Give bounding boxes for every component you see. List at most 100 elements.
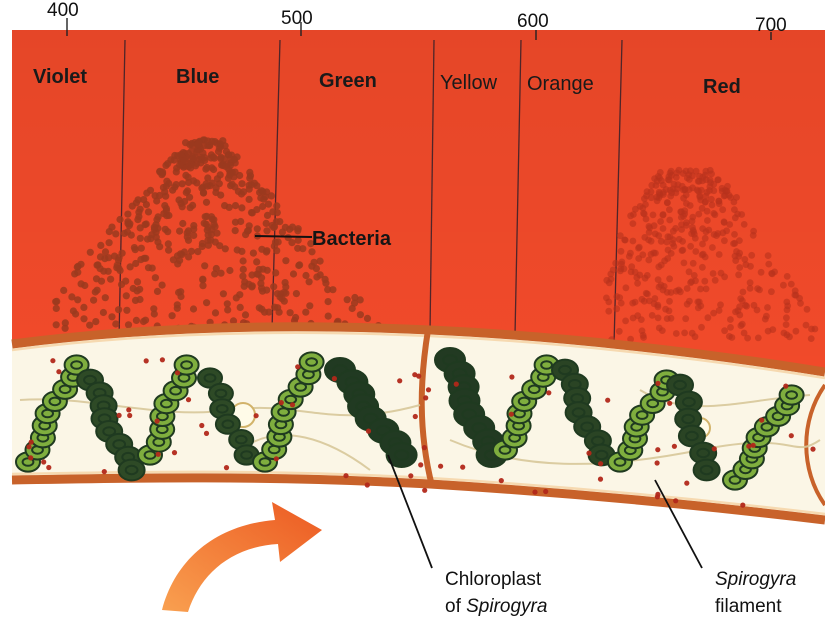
bacterium-dot <box>313 265 320 272</box>
bacterium-dot <box>654 302 661 309</box>
bacterium-dot <box>630 238 637 245</box>
bacterium-dot <box>653 182 660 189</box>
bacterium-dot <box>271 304 278 311</box>
bacterium-dot <box>133 317 140 324</box>
bacterium-dot <box>178 151 185 158</box>
filament-dot <box>186 397 191 402</box>
bacterium-dot <box>698 324 705 331</box>
bacterium-dot <box>699 205 706 212</box>
filament-dot <box>160 357 165 362</box>
bacterium-dot <box>102 294 109 301</box>
bacterium-dot <box>741 256 748 263</box>
bacterium-dot <box>159 282 166 289</box>
bacterium-dot <box>144 236 151 243</box>
bacterium-dot <box>711 231 718 238</box>
bacterium-dot <box>736 237 743 244</box>
bacterium-dot <box>808 335 815 342</box>
bacterium-dot <box>108 313 115 320</box>
bacterium-dot <box>153 234 160 241</box>
bacterium-dot <box>727 324 734 331</box>
bacterium-dot <box>605 308 612 315</box>
bacterium-dot <box>684 285 691 292</box>
bacterium-dot <box>205 231 212 238</box>
filament-dot <box>543 489 548 494</box>
bacterium-dot <box>237 304 244 311</box>
filament-dot <box>546 390 551 395</box>
bacterium-dot <box>709 244 716 251</box>
curved-arrow-icon <box>162 502 322 612</box>
bacterium-dot <box>213 184 220 191</box>
bacterium-dot <box>701 278 708 285</box>
bacterium-dot <box>730 240 737 247</box>
bacterium-dot <box>641 234 648 241</box>
bacterium-dot <box>177 293 184 300</box>
bacterium-dot <box>635 255 642 262</box>
bacterium-dot <box>664 199 671 206</box>
bacterium-dot <box>696 299 703 306</box>
bacterium-dot <box>660 212 667 219</box>
bacterium-dot <box>618 248 625 255</box>
bacterium-dot <box>241 283 248 290</box>
bacterium-dot <box>623 284 630 291</box>
bacterium-dot <box>677 288 684 295</box>
bacterium-dot <box>758 269 765 276</box>
bacterium-dot <box>123 292 130 299</box>
bacterium-dot <box>710 270 717 277</box>
bacterium-dot <box>185 174 192 181</box>
bacterium-dot <box>171 157 178 164</box>
bacterium-dot <box>603 295 610 302</box>
bacterium-dot <box>643 216 650 223</box>
bacterium-dot <box>97 242 104 249</box>
bacterium-dot <box>670 228 677 235</box>
filament-dot <box>144 358 149 363</box>
bacterium-dot <box>173 168 180 175</box>
bacterium-dot <box>199 276 206 283</box>
filament-dot <box>598 477 603 482</box>
bacterium-dot <box>237 218 244 225</box>
bacterium-dot <box>226 267 233 274</box>
bacterium-dot <box>158 171 165 178</box>
bacterium-dot <box>217 270 224 277</box>
filament-dot <box>598 461 603 466</box>
bacterium-dot <box>80 315 87 322</box>
bacterium-dot <box>222 163 229 170</box>
filament-dot <box>279 400 284 405</box>
bacterium-dot <box>689 224 696 231</box>
tick-label-500: 500 <box>281 8 313 29</box>
bacterium-dot <box>762 316 769 323</box>
bacterium-dot <box>124 228 131 235</box>
bacterium-dot <box>116 216 123 223</box>
bacterium-dot <box>231 183 238 190</box>
bacterium-dot <box>176 257 183 264</box>
bacterium-dot <box>137 235 144 242</box>
bacterium-dot <box>344 296 351 303</box>
filament-dot <box>655 447 660 452</box>
bacterium-dot <box>212 239 219 246</box>
bacterium-dot <box>263 227 270 234</box>
bacterium-dot <box>686 298 693 305</box>
bacterium-dot <box>240 257 247 264</box>
filament-dot <box>605 398 610 403</box>
bacterium-dot <box>169 312 176 319</box>
bacterium-dot <box>751 302 758 309</box>
filament-dot <box>290 402 295 407</box>
bacterium-dot <box>650 212 657 219</box>
bacterium-dot <box>287 309 294 316</box>
bacterium-dot <box>132 297 139 304</box>
bacterium-dot <box>665 247 672 254</box>
bacterium-dot <box>702 198 709 205</box>
bacterium-dot <box>646 298 653 305</box>
bacterium-dot <box>175 196 182 203</box>
filament-dot <box>172 450 177 455</box>
filament-dot <box>224 465 229 470</box>
chloroplast-segment <box>300 352 324 371</box>
bacterium-dot <box>646 225 653 232</box>
bacterium-dot <box>132 260 139 267</box>
bacterium-dot <box>222 245 229 252</box>
bacterium-dot <box>151 310 158 317</box>
bacterium-dot <box>674 170 681 177</box>
filament-dot <box>418 462 423 467</box>
bacterium-dot <box>253 206 260 213</box>
bacterium-dot <box>189 141 196 148</box>
bacterium-dot <box>686 176 693 183</box>
